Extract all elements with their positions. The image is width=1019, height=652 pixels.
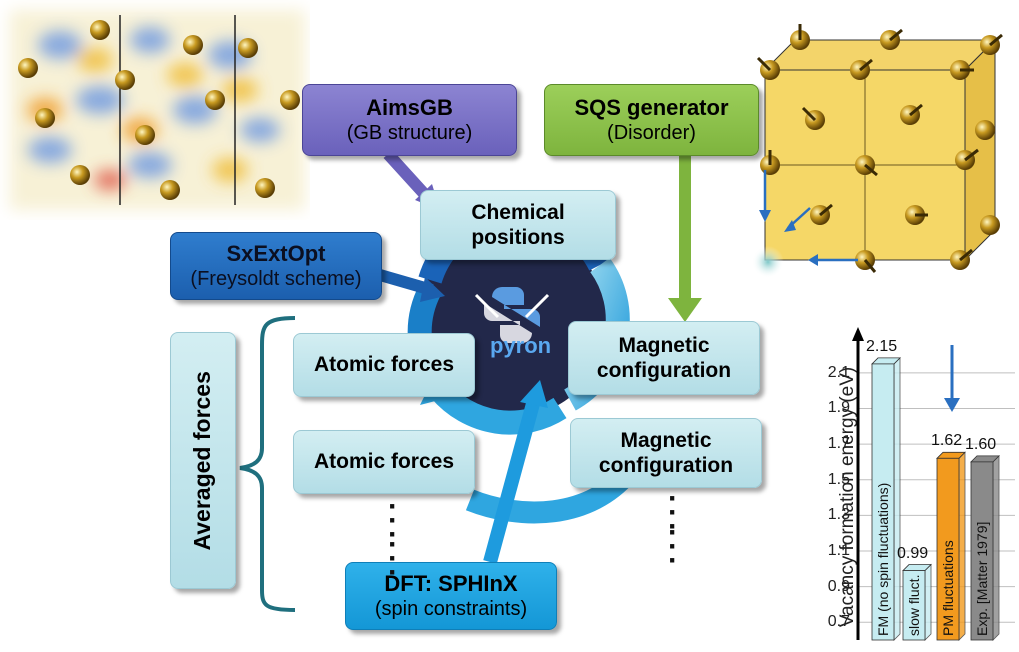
magnetic-cube-image xyxy=(752,24,1003,278)
magnetic-configuration-box-1: Magnetic configuration xyxy=(568,321,760,395)
sxextopt-subtitle: (Freysoldt scheme) xyxy=(190,268,362,291)
bar-value-label: 2.15 xyxy=(866,337,898,355)
sqs-title: SQS generator xyxy=(574,94,729,120)
chemical-positions-label: Chemical positions xyxy=(471,200,565,249)
sxextopt-title: SxExtOpt xyxy=(226,240,326,266)
dft-subtitle: (spin constraints) xyxy=(374,598,528,621)
atomic-forces-box-1: Atomic forces xyxy=(293,333,475,397)
ellipsis-forces: ··· xyxy=(388,490,398,551)
ellipsis-magnetic: ··· xyxy=(668,482,678,543)
bar-value-label: 0.99 xyxy=(897,544,929,562)
bar-value-label: 1.62 xyxy=(931,432,963,450)
bar-category-label: PM fluctuations xyxy=(940,540,956,636)
aimsgb-subtitle: (GB structure) xyxy=(346,122,473,145)
sxextopt-box: SxExtOpt (Freysoldt scheme) xyxy=(170,232,382,300)
aimsgb-title: AimsGB xyxy=(366,94,453,120)
ellipsis-magnetic-2: ··· xyxy=(668,516,678,577)
bar-1 xyxy=(871,356,901,641)
y-tick-label: 1.1 xyxy=(827,541,850,559)
sqs-subtitle: (Disorder) xyxy=(607,122,696,145)
atomic-forces-label-1: Atomic forces xyxy=(313,353,455,377)
aimsgb-box: AimsGB (GB structure) xyxy=(302,84,517,156)
atomic-forces-box-2: Atomic forces xyxy=(293,430,475,494)
magnetic-configuration-label-1: Magnetic configuration xyxy=(596,333,732,382)
bar-category-label: Exp. [Matter 1979] xyxy=(974,521,990,636)
ellipsis-forces-2: ··· xyxy=(388,528,398,589)
bar-4 xyxy=(970,454,1000,641)
y-tick-label: 1.3 xyxy=(827,506,850,524)
bar-2 xyxy=(902,563,932,641)
magnetic-configuration-label-2: Magnetic configuration xyxy=(598,428,734,477)
y-tick-label: 0.9 xyxy=(827,577,850,595)
pyiron-logo-text: pyron xyxy=(490,333,552,358)
pm-highlight-arrow xyxy=(944,345,960,412)
bar-3 xyxy=(936,451,966,641)
y-axis-arrowhead xyxy=(852,327,864,341)
magnetic-configuration-box-2: Magnetic configuration xyxy=(570,418,762,488)
atomic-forces-label-2: Atomic forces xyxy=(313,450,455,474)
averaged-forces-box: Averaged forces xyxy=(170,332,236,589)
y-tick-label: 1.5 xyxy=(827,470,850,488)
y-tick-label: 0.7 xyxy=(827,613,850,631)
chemical-positions-box: Chemical positions xyxy=(420,190,616,260)
bar-category-label: FM (no spin fluctuations) xyxy=(875,482,891,636)
gb-structure-image xyxy=(10,10,305,210)
y-tick-label: 1.9 xyxy=(827,399,850,417)
sqs-generator-box: SQS generator (Disorder) xyxy=(544,84,759,156)
bar-category-label: slow fluct. xyxy=(906,574,922,636)
y-tick-label: 2.1 xyxy=(827,363,850,381)
dft-sphinx-box: DFT: SPHInX (spin constraints) xyxy=(345,562,557,630)
dft-title: DFT: SPHInX xyxy=(384,570,518,596)
y-tick-label: 1.7 xyxy=(827,435,850,453)
bar-value-label: 1.60 xyxy=(965,435,997,453)
